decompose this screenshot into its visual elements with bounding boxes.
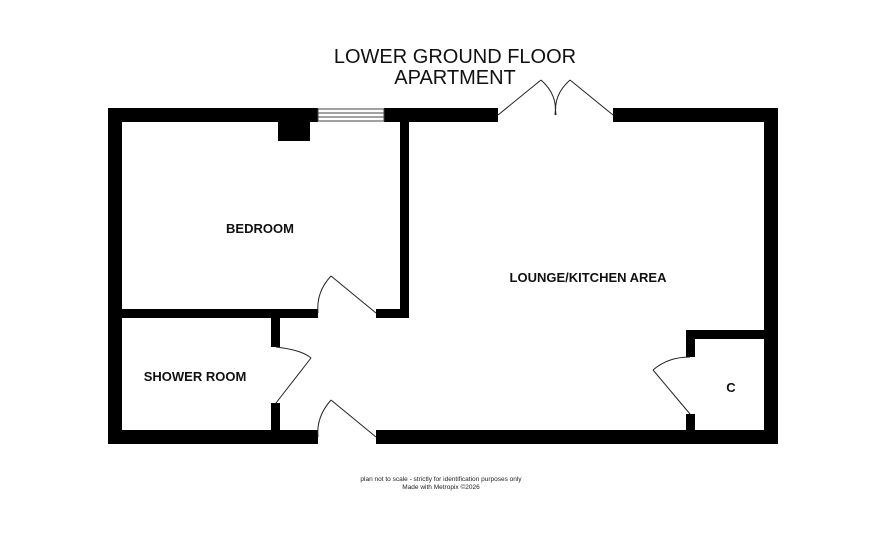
- wall-shower-upper: [271, 318, 280, 347]
- wall-top-middle: [384, 108, 498, 122]
- wall-bedroom-south-right: [376, 309, 409, 318]
- room-label-bedroom: BEDROOM: [226, 221, 294, 236]
- wall-bottom-right: [376, 430, 778, 444]
- room-label-cupboard: C: [726, 380, 736, 395]
- wall-cupboard-upper: [686, 330, 695, 357]
- plan-title-line1: LOWER GROUND FLOOR: [333, 46, 577, 68]
- window: [317, 108, 385, 122]
- walls: [108, 108, 778, 444]
- wall-top-right: [613, 108, 778, 122]
- wall-right: [764, 108, 778, 444]
- wall-top-left: [108, 108, 318, 122]
- room-label-shower: SHOWER ROOM: [144, 369, 247, 384]
- doors: [275, 79, 691, 438]
- wall-shower-lower: [271, 403, 280, 430]
- bedroom-door: [317, 275, 377, 314]
- chimney-breast: [278, 122, 310, 141]
- wall-left: [108, 108, 122, 444]
- wall-cupboard-top: [686, 330, 764, 339]
- entrance-door: [317, 399, 377, 438]
- wall-bedroom-east: [400, 122, 409, 318]
- shower-room-door: [275, 346, 312, 404]
- plan-title-line2: APARTMENT: [394, 67, 516, 89]
- french-doors: [497, 79, 614, 116]
- room-label-lounge: LOUNGE/KITCHEN AREA: [510, 270, 668, 285]
- cupboard-door: [652, 356, 691, 415]
- wall-bottom-left: [108, 430, 318, 444]
- disclaimer-text: plan not to scale - strictly for identif…: [360, 476, 522, 483]
- wall-bedroom-south-left: [122, 309, 318, 318]
- credit-text: Made with Metropix ©2026: [402, 484, 480, 491]
- wall-cupboard-lower: [686, 414, 695, 430]
